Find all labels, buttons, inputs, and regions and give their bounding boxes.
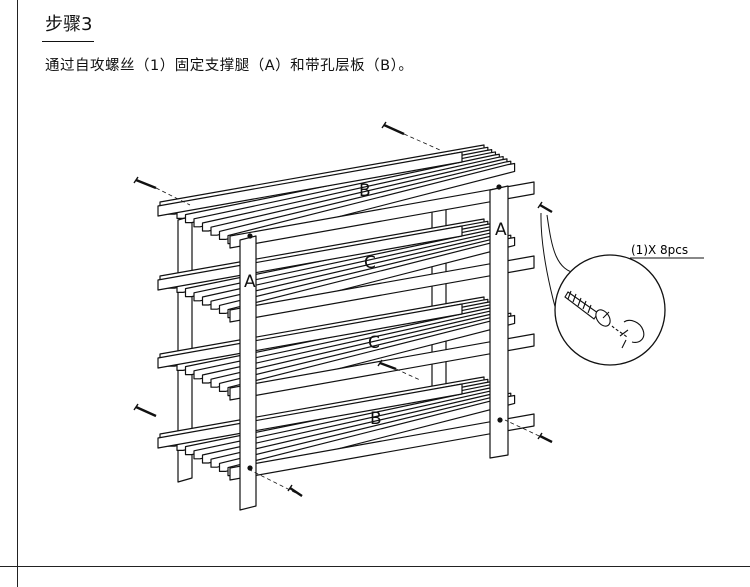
alignment-line [403, 133, 441, 151]
screw-icon [381, 121, 405, 136]
magnifier-circle [554, 254, 666, 366]
shelf-bottom-back-rail [157, 383, 463, 449]
screw-hole [247, 233, 253, 239]
part-label-shelf-2: C [364, 253, 376, 273]
page-frame-foot [17, 567, 18, 587]
screw-hole [497, 417, 503, 423]
shelf-3 [157, 296, 535, 401]
magnified-screw-icon [564, 290, 645, 349]
screw-icon [537, 201, 553, 214]
screw-callout: (1)X 8pcs [540, 212, 704, 366]
screw-icon [287, 484, 303, 497]
shelf-2-back-rail [157, 225, 463, 291]
part-label-leg-left: A [244, 272, 256, 292]
shelf-3-back-rail [157, 303, 463, 369]
shelf-top-front-rail [229, 181, 535, 249]
shoe-rack-drawing [157, 144, 535, 511]
alignment-line [504, 419, 553, 443]
screw-icon [377, 359, 397, 371]
screw-hole [247, 465, 253, 471]
shelf-top [157, 144, 535, 249]
part-label-shelf-bottom: B [370, 409, 382, 429]
part-label-shelf-3: C [368, 333, 380, 353]
screw-icon [133, 176, 157, 190]
shelf-2-front-rail [229, 255, 535, 323]
shelf-2 [157, 218, 535, 323]
shelf-top-back-rail [157, 151, 463, 217]
shelf-bottom-front-rail [229, 413, 535, 481]
leg-front-right [489, 185, 509, 459]
instruction-text: 通过自攻螺丝（1）固定支撑腿（A）和带孔层板（B）。 [45, 58, 414, 74]
page-frame-left [17, 0, 18, 567]
alignment-line [395, 368, 421, 381]
screw-quantity-label: (1)X 8pcs [631, 243, 688, 257]
screws-group [133, 121, 553, 497]
screw-icon [133, 403, 157, 418]
shelf-bottom [157, 376, 535, 481]
step-title-underline [42, 41, 94, 42]
step-title: 步骤3 [45, 14, 93, 35]
page-frame-bottom [0, 566, 750, 567]
part-label-leg-right: A [495, 220, 507, 240]
part-label-shelf-top: B [359, 181, 371, 201]
shelf-3-front-rail [229, 333, 535, 401]
alignment-line [249, 469, 303, 497]
alignment-line [155, 187, 191, 206]
screw-hole [496, 184, 502, 190]
